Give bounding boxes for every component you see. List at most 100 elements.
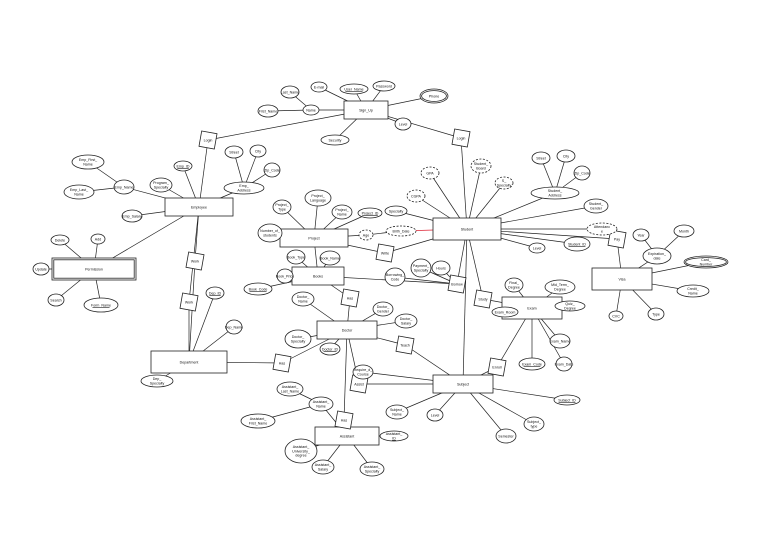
attribute-a63[interactable]: Exam_Room (491, 306, 519, 318)
attribute-a34[interactable]: Project_Type (272, 199, 292, 215)
attribute-a12[interactable]: Emp_Name (113, 179, 135, 195)
attribute-a81[interactable]: Assistant_Name (308, 396, 334, 412)
attribute-a60[interactable]: Final_Degree (504, 277, 524, 293)
attribute-a21[interactable]: Student_Board (470, 158, 492, 174)
attribute-a14[interactable]: Program_Specialty (149, 177, 173, 193)
attribute-a45[interactable]: Doctor_Gender (372, 301, 394, 317)
entity-employee[interactable]: Employee (164, 197, 234, 217)
attribute-a17[interactable]: Zip_Code (263, 162, 281, 178)
attribute-a65[interactable]: Exam_Code (518, 357, 546, 371)
attribute-a19[interactable]: Emp_Salary (121, 209, 143, 223)
attribute-a56[interactable]: Dep_Specialty (140, 374, 174, 388)
attribute-a62[interactable]: Quiz_Degree (554, 300, 586, 312)
attribute-a74[interactable]: Subject_ID (553, 394, 581, 406)
attribute-a59[interactable]: Hours (431, 260, 451, 276)
relationship-r7[interactable]: Teach (390, 330, 421, 361)
attribute-a66[interactable]: Exam_Date (555, 356, 574, 372)
attribute-a40[interactable]: Book_Type (286, 249, 306, 265)
entity-books[interactable]: Books (291, 266, 345, 286)
relationship-r5[interactable]: Has (335, 283, 366, 314)
attribute-a85[interactable]: Assistant_Salary (311, 459, 335, 475)
relationship-r8[interactable]: Study (468, 284, 499, 315)
attribute-a3[interactable]: User_Name (339, 83, 369, 95)
attribute-a70[interactable]: Card_Number (683, 255, 729, 269)
attribute-a67[interactable]: Year (632, 228, 650, 242)
attribute-a51[interactable]: Update (32, 262, 50, 276)
attribute-a33[interactable]: Project_Language (304, 189, 332, 207)
attribute-a9[interactable]: Security (320, 134, 350, 146)
attribute-a58[interactable]: Payment_Specialty (410, 258, 432, 278)
attribute-a46[interactable]: Doctor_Salary (394, 313, 418, 329)
attribute-a1[interactable]: Last_Name (280, 85, 300, 99)
attribute-a75[interactable]: Subject_Name (385, 404, 409, 420)
relationship-r11[interactable]: Has (267, 348, 298, 379)
relationship-r9[interactable]: Enroll (482, 352, 513, 383)
entity-student[interactable]: Student (432, 217, 502, 241)
attribute-a39[interactable]: Age (358, 229, 374, 241)
attribute-a68[interactable]: Month (673, 224, 695, 238)
relationship-r1[interactable]: Login (193, 125, 224, 156)
attribute-a71[interactable]: Credit_Name (676, 284, 710, 298)
attribute-a23[interactable]: Street (531, 151, 551, 165)
attribute-a61[interactable]: Mid_Term_Degree (544, 279, 576, 295)
attribute-a44[interactable]: Doctor_Name (291, 291, 315, 307)
attribute-a11[interactable]: Emp_Last_Name (63, 184, 95, 200)
attribute-a84[interactable]: Assistant_University_degree (284, 438, 318, 464)
attribute-a73[interactable]: Type (647, 307, 665, 321)
entity-doctor[interactable]: Doctor (316, 320, 378, 340)
attribute-a7[interactable]: Name (302, 104, 320, 116)
attribute-a82[interactable]: Assistant_First_Name (240, 413, 276, 429)
attribute-a28[interactable]: CGPA (406, 189, 426, 203)
relationship-r10[interactable]: Pay (602, 224, 633, 255)
attribute-a26[interactable]: Student_Address (530, 186, 580, 200)
attribute-a5[interactable]: Phone (419, 88, 449, 104)
attribute-a29[interactable]: Specialty (384, 205, 408, 217)
attribute-a2[interactable]: E-mail (310, 81, 328, 93)
attribute-a43[interactable]: Book_Code (243, 282, 273, 296)
attribute-a25[interactable]: Zip_Code (573, 165, 591, 181)
attribute-a10[interactable]: Emp_First_Name (71, 154, 105, 170)
attribute-a35[interactable]: Project_Name (331, 204, 353, 220)
attribute-a31[interactable]: Level (528, 242, 546, 254)
entity-department[interactable]: Department (150, 350, 228, 374)
attribute-a42[interactable]: Book_Price (276, 268, 294, 284)
entity-visa[interactable]: Visa (591, 267, 653, 291)
attribute-a80[interactable]: Assistant_Last_Name (276, 381, 304, 397)
relationship-r14[interactable]: Has (329, 405, 360, 436)
attribute-a32[interactable]: Student_ID (563, 236, 591, 252)
attribute-a78[interactable]: Subject_type (523, 416, 545, 432)
attribute-a36[interactable]: Project_ID (357, 207, 383, 219)
attribute-a69[interactable]: Expiration_date (642, 247, 672, 265)
attribute-a20[interactable]: GPA (420, 166, 440, 180)
entity-assistant[interactable]: Assistant (314, 426, 380, 446)
attribute-a77[interactable]: Semester (495, 428, 517, 444)
attribute-a4[interactable]: Password (372, 80, 396, 92)
relationship-r12[interactable]: Work (174, 287, 205, 318)
relationship-r4[interactable]: Write (370, 238, 401, 269)
attribute-a37[interactable]: Number_of_students (257, 223, 283, 243)
attribute-a15[interactable]: Street (224, 145, 244, 159)
attribute-a38[interactable]: Birth_Date (385, 225, 417, 237)
attribute-a48[interactable]: Doctor_ID (319, 342, 341, 356)
attribute-a47[interactable]: Doctor_Specialty (284, 329, 312, 349)
attribute-a55[interactable]: Dep_Name (225, 319, 243, 335)
relationship-r3[interactable]: Work (180, 246, 211, 277)
entity-signup[interactable]: Sign_Up (343, 100, 389, 120)
entity-permission[interactable]: Permission (51, 257, 137, 281)
attribute-a8[interactable]: Level (394, 117, 412, 131)
entity-project[interactable]: Project (279, 228, 349, 248)
attribute-a50[interactable]: Add (90, 233, 106, 245)
attribute-a54[interactable]: Dep_ID (205, 286, 225, 300)
attribute-a24[interactable]: City (556, 149, 576, 163)
entity-subject[interactable]: Subject (432, 374, 494, 394)
relationship-r2[interactable]: Login (446, 123, 477, 154)
attribute-a6[interactable]: First_Name (257, 104, 279, 118)
attribute-a13[interactable]: Emp_ID (173, 160, 193, 172)
attribute-a41[interactable]: Book_Name (319, 250, 341, 266)
attribute-a27[interactable]: Student_Gender (583, 198, 609, 214)
attribute-a83[interactable]: Assistant_ID (379, 430, 409, 442)
attribute-a57[interactable]: Borrowing_Code (384, 267, 406, 287)
attribute-a22[interactable]: S_Specialty (494, 176, 514, 190)
attribute-a16[interactable]: City (249, 144, 267, 158)
